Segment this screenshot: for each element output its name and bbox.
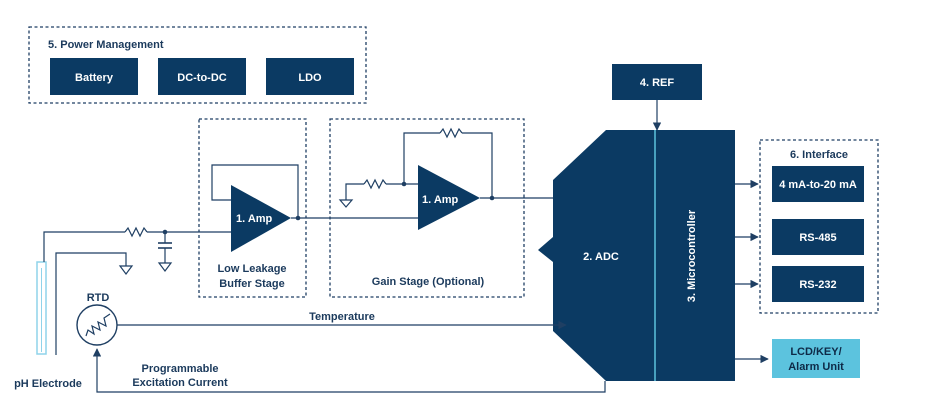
temperature-label: Temperature	[309, 311, 375, 323]
ldo-block	[266, 58, 354, 95]
buffer-stage-border	[198, 118, 307, 298]
rtd-symbol-circle	[76, 304, 118, 346]
buffer-stage-group: 1. Amp Low Leakage Buffer Stage	[198, 118, 307, 298]
gain-caption: Gain Stage (Optional)	[372, 276, 485, 288]
lcd-label-line2: Alarm Unit	[788, 361, 844, 373]
ldo-label: LDO	[298, 72, 322, 84]
rtd-label: RTD	[87, 292, 110, 304]
dc-to-dc-label: DC-to-DC	[177, 72, 227, 84]
battery-label: Battery	[75, 72, 114, 84]
gain-stage-group: 1. Amp Gain Stage (Optional)	[295, 118, 571, 298]
gain-amp-label: 1. Amp	[422, 194, 459, 206]
interface-border	[759, 139, 879, 314]
adc-mcu-group: 2. ADC 3. Microcontroller	[538, 130, 735, 381]
ph-electrode-outer	[36, 261, 47, 355]
rtd-symbol-zigzag	[85, 313, 111, 337]
capacitor-ground-symbol	[157, 262, 173, 272]
gain-stage-border	[329, 118, 525, 298]
reference-ground-symbol	[118, 265, 134, 275]
rs485-block	[772, 219, 864, 255]
rs485-label: RS-485	[799, 232, 836, 244]
buffer-caption-line2: Buffer Stage	[219, 278, 284, 290]
gain-feedback-right	[462, 132, 493, 198]
power-management-border	[28, 26, 367, 104]
rs232-label: RS-232	[799, 279, 836, 291]
lcd-group: LCD/KEY/ Alarm Unit	[735, 339, 860, 378]
battery-block	[50, 58, 138, 95]
rtd-group: RTD Temperature Programmable Excitation …	[76, 292, 606, 393]
input-network: pH Electrode	[14, 226, 231, 390]
dc-to-dc-block	[158, 58, 246, 95]
gain-amp-triangle	[418, 165, 480, 230]
gain-ground-symbol	[338, 199, 354, 208]
microcontroller-label: 3. Microcontroller	[686, 209, 698, 302]
gain-feedback-left	[403, 132, 440, 184]
excitation-label-line1: Programmable	[141, 363, 218, 375]
buffer-output-node	[295, 215, 301, 221]
ph-electrode-label: pH Electrode	[14, 378, 82, 390]
gain-ground-leg	[345, 183, 364, 200]
interface-group: 6. Interface 4 mA-to-20 mA RS-485 RS-232	[735, 139, 879, 314]
excitation-label-line2: Excitation Current	[132, 377, 228, 389]
current-loop-label: 4 mA-to-20 mA	[779, 179, 857, 191]
lcd-label-line1: LCD/KEY/	[790, 346, 841, 358]
buffer-amp-label: 1. Amp	[236, 213, 273, 225]
gain-feedback-resistor	[439, 127, 463, 139]
interface-title: 6. Interface	[790, 149, 848, 161]
power-management-group: 5. Power Management Battery DC-to-DC LDO	[28, 26, 367, 104]
current-loop-block	[772, 166, 864, 202]
ref-block	[612, 64, 702, 100]
ref-group: 4. REF	[612, 64, 702, 131]
rs232-block	[772, 266, 864, 302]
adc-label: 2. ADC	[583, 251, 619, 263]
buffer-caption-line1: Low Leakage	[217, 263, 286, 275]
power-management-title: 5. Power Management	[48, 39, 164, 51]
buffer-amp-triangle	[231, 185, 291, 252]
input-resistor	[124, 226, 148, 238]
adc-mcu-block	[538, 130, 735, 381]
ref-label: 4. REF	[640, 77, 675, 89]
gain-ground-resistor	[363, 178, 387, 190]
excitation-current-wire	[92, 348, 606, 393]
electrode-signal-wire	[43, 231, 125, 262]
lcd-block	[772, 339, 860, 378]
reference-electrode-wire	[55, 252, 127, 355]
